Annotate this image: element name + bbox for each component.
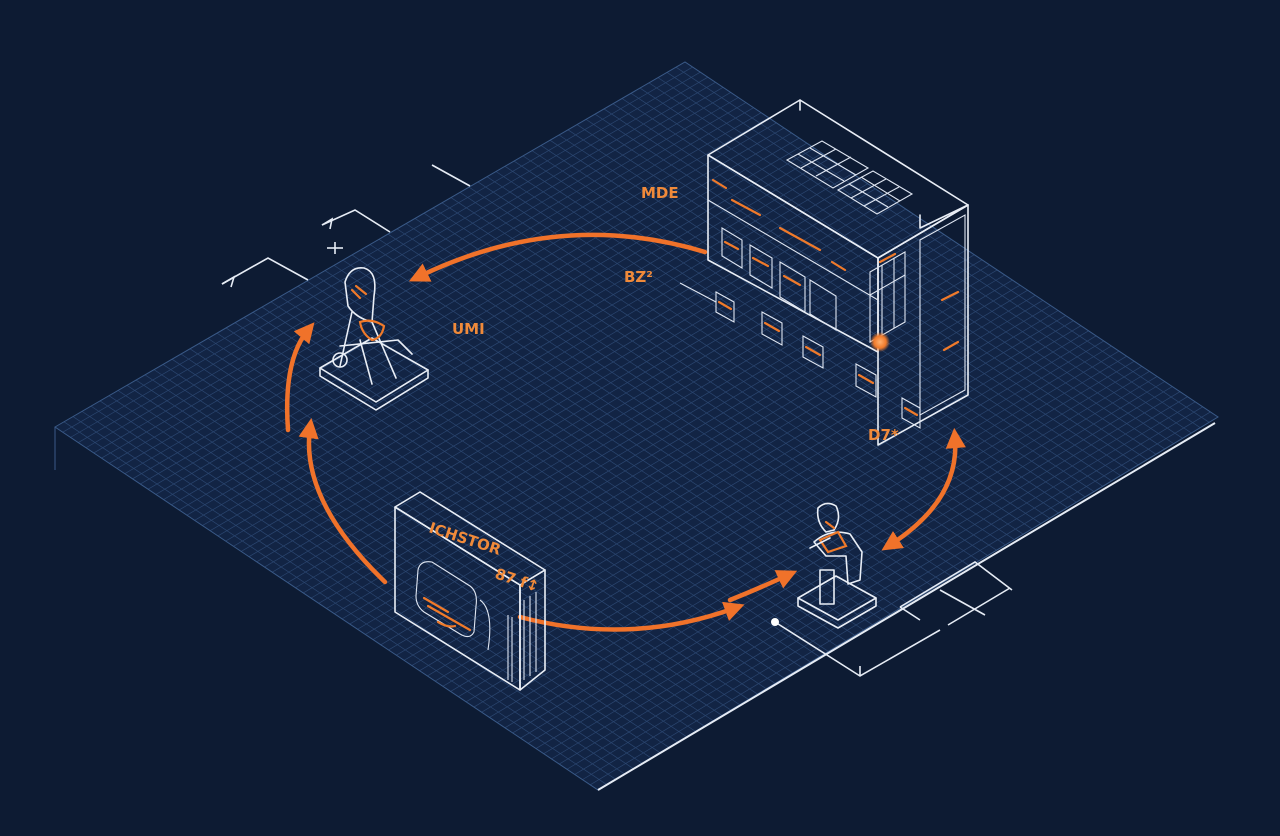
anchor-dot xyxy=(771,618,779,626)
flow-arrow-chair-up xyxy=(284,322,315,433)
server-vents xyxy=(507,592,537,682)
flow-arrow-person-to-machine xyxy=(517,601,745,632)
building-signs xyxy=(679,282,921,429)
building-doors xyxy=(869,214,966,416)
label-building-top: MDE xyxy=(641,184,679,202)
building-windows xyxy=(707,178,879,331)
dimension-lines-left xyxy=(221,164,471,288)
workstation-chair-icon xyxy=(319,266,429,411)
floor-plane xyxy=(54,61,1219,791)
floor-front-edge xyxy=(597,422,1216,791)
flow-arrows xyxy=(284,232,966,632)
solar-panel-icon xyxy=(785,140,914,215)
server-display xyxy=(415,561,491,651)
dimension-lines-right xyxy=(774,561,1013,677)
flow-arrow-building-to-chair xyxy=(408,232,708,282)
label-building-left: BZ² xyxy=(624,268,653,286)
seated-person-icon xyxy=(797,502,877,629)
label-building-bottom: D7* xyxy=(868,426,899,444)
light-bulb-icon xyxy=(870,332,890,352)
label-chair: UMI xyxy=(452,320,485,338)
flow-arrow-person-to-building xyxy=(881,427,966,551)
flow-arrow-machine-to-chair xyxy=(298,417,388,585)
factory-building-icon xyxy=(679,99,969,446)
server-machine-icon xyxy=(394,491,546,691)
flow-arrow-to-person xyxy=(727,570,798,603)
